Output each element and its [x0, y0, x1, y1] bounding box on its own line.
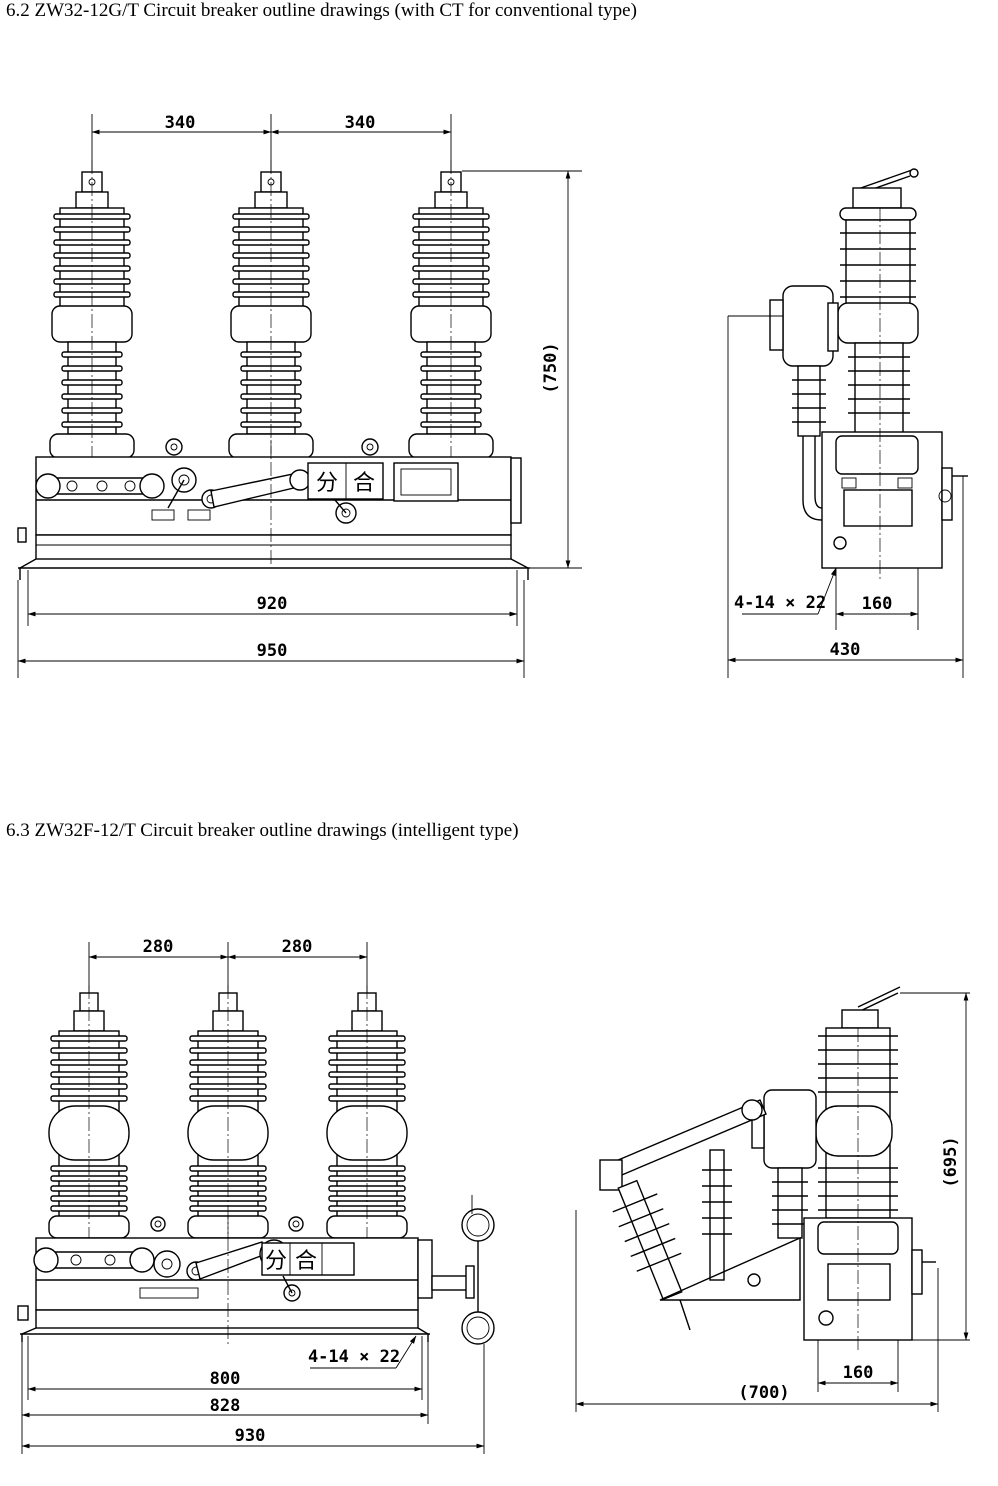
label-close: 合 [353, 471, 375, 496]
section-heading-6-2: 6.2 ZW32-12G/T Circuit breaker outline d… [6, 0, 637, 21]
dim-pole-spacing-left: 340 [165, 113, 196, 133]
dim-hole-spacing-6-3: 160 [843, 1363, 874, 1383]
label-open-6-3: 分 [265, 1249, 287, 1274]
dim-height-6-3: (695) [941, 1136, 961, 1187]
dim-hole-spacing: 160 [862, 594, 893, 614]
front-view-6-2: 340 340 分 合 [17, 113, 582, 678]
dim-pole-spacing-left-6-3: 280 [143, 937, 174, 957]
dim-mounting-holes-6-3: 4-14 × 22 [308, 1347, 400, 1367]
dim-mounting-width: 920 [257, 594, 288, 614]
pole-2 [228, 160, 314, 460]
label-close-6-3: 合 [295, 1249, 317, 1274]
dim-overall-width: 950 [257, 641, 288, 661]
poles-6-3 [48, 985, 408, 1240]
section-heading-6-3: 6.3 ZW32F-12/T Circuit breaker outline d… [6, 820, 519, 841]
side-view-6-3: (695) 160 (700) [575, 986, 970, 1412]
front-view-6-3: 280 280 分 合 [17, 937, 495, 1454]
label-open: 分 [316, 471, 338, 496]
dim-overall-depth-6-3: (700) [738, 1383, 789, 1403]
dim-mounting-width-6-3: 800 [210, 1369, 241, 1389]
dim-pole-spacing-right: 340 [345, 113, 376, 133]
pole-1-6-3 [48, 985, 130, 1240]
pole-1 [49, 160, 135, 460]
dim-height: (750) [541, 342, 561, 393]
side-insulator-6-3 [815, 1027, 898, 1219]
poles-6-2 [49, 160, 494, 460]
side-view-6-2: 4-14 × 22 160 430 [727, 168, 968, 678]
dim-pole-spacing-right-6-3: 280 [282, 937, 313, 957]
dim-frame-width-6-3: 828 [210, 1396, 241, 1416]
pole-3-6-3 [326, 985, 408, 1240]
pole-2-6-3 [187, 985, 269, 1240]
dim-overall-depth: 430 [830, 640, 861, 660]
side-insulator-6-2 [837, 207, 919, 434]
dim-mounting-holes: 4-14 × 22 [734, 593, 826, 613]
pole-3 [408, 160, 494, 460]
dim-overall-width-6-3: 930 [235, 1426, 266, 1446]
